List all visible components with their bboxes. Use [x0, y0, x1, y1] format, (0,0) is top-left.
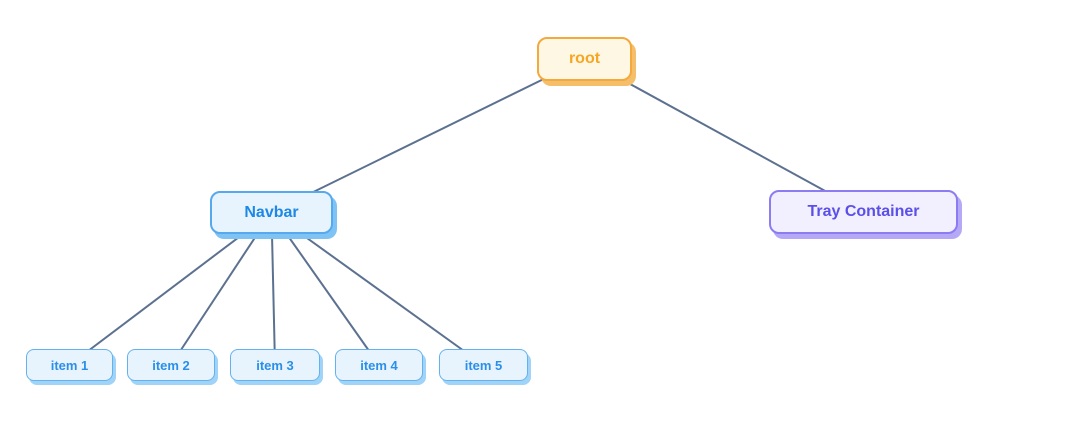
node-navbar[interactable]: Navbar: [210, 191, 333, 234]
edge-navbar-item4: [270, 211, 380, 366]
edge-navbar-item3: [270, 212, 276, 366]
node-item-4[interactable]: item 4: [335, 349, 423, 381]
node-item-1[interactable]: item 1: [26, 349, 113, 381]
edge-navbar-item1: [68, 211, 273, 366]
node-item-5[interactable]: item 5: [439, 349, 528, 381]
edge-root-navbar: [271, 58, 585, 214]
node-root[interactable]: root: [537, 37, 632, 81]
edge-root-tray: [584, 58, 864, 213]
node-item-2[interactable]: item 2: [127, 349, 215, 381]
node-item-3[interactable]: item 3: [230, 349, 320, 381]
edge-navbar-item2: [170, 211, 273, 366]
edge-navbar-item5: [270, 211, 485, 366]
node-tray-container[interactable]: Tray Container: [769, 190, 958, 234]
